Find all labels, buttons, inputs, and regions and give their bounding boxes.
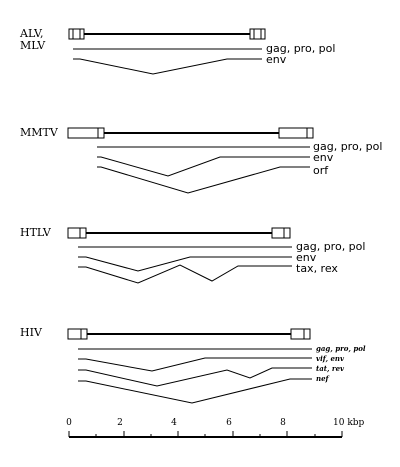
ltr-right	[249, 28, 266, 40]
transcript-line	[78, 378, 312, 404]
transcript-line	[78, 357, 312, 372]
transcript-label: gag, pro, pol	[313, 140, 382, 153]
scale-tick-label: 0	[66, 418, 72, 428]
transcript-label: vif, env	[316, 354, 345, 363]
genome-mmtv: MMTV gag, pro, pol env orf	[20, 126, 382, 194]
genome-alv-mlv: ALV, MLV gag, pro, pol env	[19, 27, 335, 75]
ltr-right	[271, 227, 291, 239]
transcript-line	[97, 156, 310, 177]
scale-bar: 0 2 4 6 8 10 kbp	[66, 418, 365, 438]
transcript-label: env	[313, 151, 334, 164]
genome-name-line-2: MLV	[20, 39, 46, 52]
ltr-right	[290, 328, 311, 340]
transcript-line	[97, 166, 310, 194]
scale-tick-label: 2	[117, 418, 123, 428]
ltr-left	[67, 127, 105, 139]
transcript-line	[78, 264, 292, 284]
transcript-label: gag, pro, pol	[316, 344, 366, 353]
transcript-label: tax, rex	[296, 262, 338, 275]
transcript-line	[78, 367, 312, 387]
genome-name-line-1: HTLV	[20, 226, 52, 239]
genome-hiv: HIV gag, pro, pol vif, env tat, rev nef	[20, 326, 366, 404]
transcript-line	[78, 256, 292, 272]
genome-name-line-1: HIV	[20, 326, 43, 339]
scale-end-label: 10 kbp	[333, 418, 365, 428]
transcript-label: gag, pro, pol	[266, 42, 335, 55]
genome-name-line-1: ALV,	[19, 27, 43, 40]
scale-tick-label: 4	[171, 418, 177, 428]
transcript-label: orf	[313, 164, 329, 177]
ltr-right	[278, 127, 314, 139]
scale-tick-label: 6	[226, 418, 232, 428]
transcript-line	[73, 58, 262, 75]
transcript-label: tat, rev	[316, 364, 345, 373]
genome-name-line-1: MMTV	[20, 126, 59, 139]
transcript-label: env	[296, 251, 317, 264]
ltr-left	[67, 328, 88, 340]
ltr-left	[68, 28, 85, 40]
transcript-label: nef	[316, 374, 331, 383]
transcript-label: gag, pro, pol	[296, 240, 365, 253]
ltr-left	[67, 227, 87, 239]
scale-tick-label: 8	[280, 418, 286, 428]
transcript-label: env	[266, 53, 287, 66]
genome-htlv: HTLV gag, pro, pol env tax, rex	[20, 226, 365, 284]
